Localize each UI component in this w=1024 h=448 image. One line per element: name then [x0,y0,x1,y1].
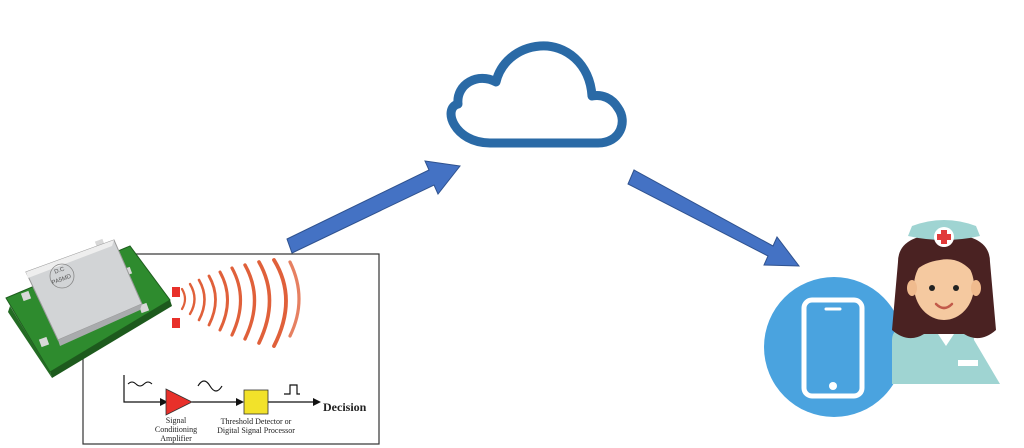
transmitter-emitter [172,287,180,297]
smartphone-icon [764,277,904,417]
amplifier-label-3: Amplifier [160,434,192,443]
amplifier-label-2: Conditioning [155,425,197,434]
amplifier-label-1: Signal [166,416,187,425]
amplifier-triangle [165,388,193,416]
processor-label-1: Threshold Detector or [221,417,292,426]
receiver-emitter [172,318,180,328]
radar-waves [180,258,301,348]
arrow-to-phone [627,169,801,267]
decision-label: Decision [323,400,367,414]
radar-sensor-module: D.C PA5MD [5,238,172,378]
radar-block-diagram: Signal Conditioning Amplifier Threshold … [82,253,380,445]
arrow-to-cloud [286,160,461,254]
processor-box [243,389,269,415]
cloud-icon [446,41,627,148]
nurse-avatar-icon [892,220,1000,384]
processor-label-2: Digital Signal Processor [217,426,295,435]
chip-sublabel: D.C [54,266,66,275]
